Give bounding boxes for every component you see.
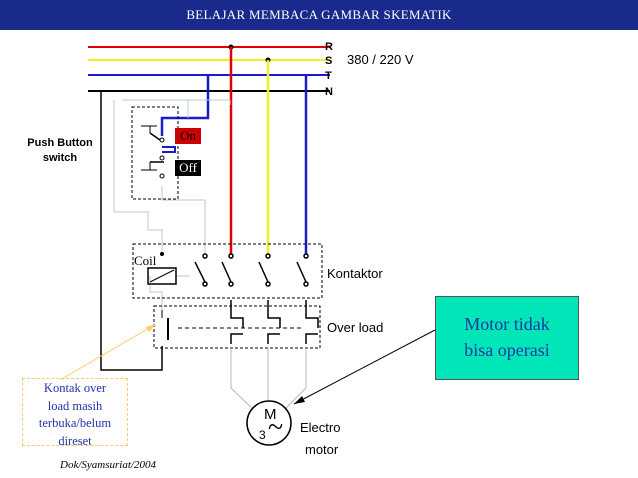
overload-label: Over load [327, 320, 384, 335]
contactor-label: Kontaktor [327, 266, 383, 281]
overload-box [153, 305, 321, 349]
page-title: BELAJAR MEMBACA GAMBAR SKEMATIK [186, 7, 452, 22]
title-bar: BELAJAR MEMBACA GAMBAR SKEMATIK [0, 0, 638, 30]
push-button-title-line2: switch [42, 152, 78, 164]
control-wire-on-off [162, 146, 176, 153]
phase-label-t: T [325, 70, 332, 82]
callout-arrow [293, 329, 436, 405]
motor-label-line2: motor [305, 442, 339, 457]
contactor-box [132, 243, 323, 299]
push-button-title: Push Button switch [14, 136, 106, 166]
motor-symbol [246, 400, 292, 446]
control-wire-t [160, 75, 210, 136]
note-line2: load masih [47, 398, 103, 413]
push-button-title-line1: Push Button [27, 137, 93, 149]
neutral-return [100, 91, 163, 371]
coil-label: Coil [134, 253, 157, 268]
push-button-box [131, 106, 179, 200]
callout-line1: Motor tidak [464, 314, 550, 334]
overload-elements [230, 300, 319, 344]
overload-note: Kontak over load masih terbuka/belum dir… [22, 378, 128, 448]
voltage-label: 380 / 220 V [347, 52, 414, 67]
contactor-contacts [194, 253, 309, 287]
note-line4: direset [58, 433, 92, 448]
coil-symbol [147, 267, 177, 285]
phase-label-s: S [325, 55, 333, 67]
off-button-label: Off [175, 160, 201, 176]
phase-label-n: N [325, 86, 333, 98]
motor-tilde: ~ [268, 412, 284, 443]
credit-text: Dok/Syamsuriat/2004 [60, 459, 156, 471]
schematic-diagram [59, 44, 436, 446]
motor-phase-count: 3 [259, 428, 266, 442]
motor-fault-callout: Motor tidak bisa operasi [435, 296, 579, 380]
note-line3: terbuka/belum [38, 416, 112, 430]
motor-label-line1: Electro [300, 420, 341, 435]
on-button-label: On [175, 128, 201, 144]
note-arrow [59, 323, 157, 381]
motor-m-symbol: M [264, 406, 277, 423]
callout-line2: bisa operasi [464, 340, 550, 360]
note-line1: Kontak over [43, 381, 107, 395]
phase-label-r: R [325, 41, 333, 53]
